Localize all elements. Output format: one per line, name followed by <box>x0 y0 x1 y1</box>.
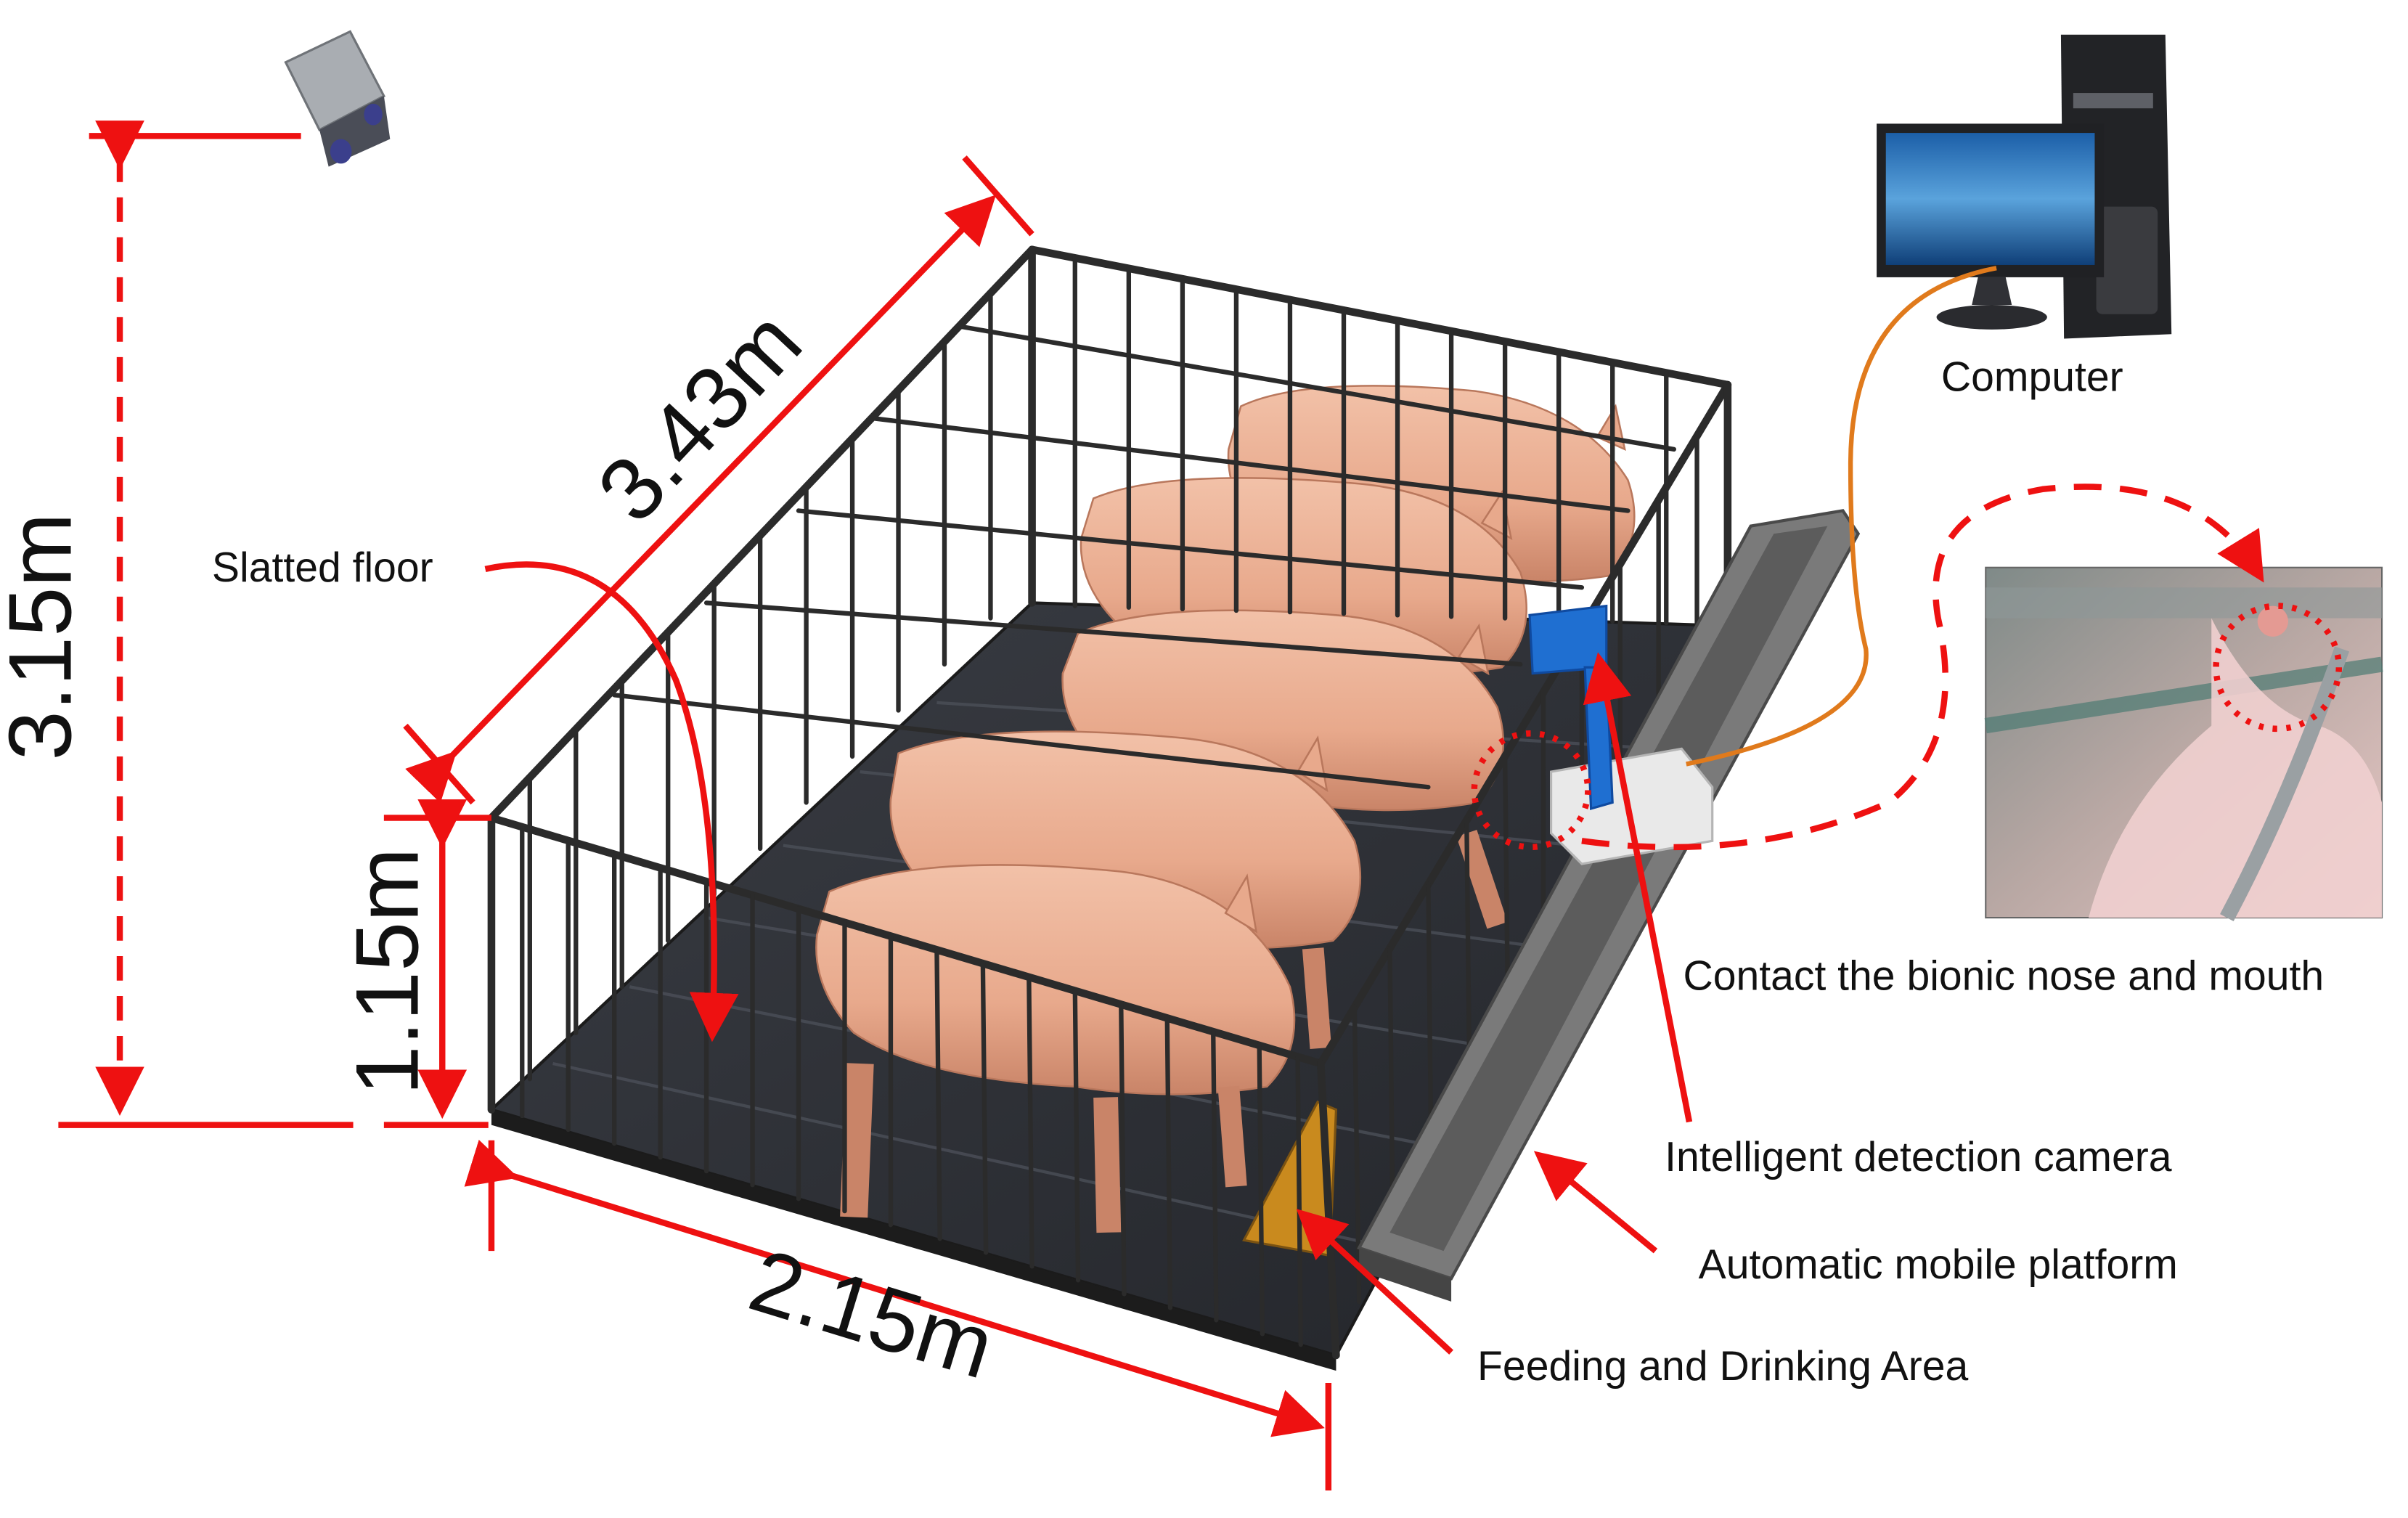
platform-arrow <box>1543 1159 1655 1251</box>
contact-label: Contact the bionic nose and mouth <box>1683 952 2325 999</box>
dimension-camera-height-label: 3.15m <box>0 513 89 760</box>
overhead-camera-icon <box>285 31 390 166</box>
detection-camera-label: Intelligent detection camera <box>1665 1134 2172 1180</box>
computer-label: Computer <box>1941 354 2123 400</box>
computer-icon <box>1877 35 2171 339</box>
slatted-floor-label: Slatted floor <box>212 544 433 591</box>
mobile-platform-label: Automatic mobile platform <box>1699 1241 2178 1288</box>
inset-photo <box>1985 568 2382 918</box>
dimension-camera-height <box>58 136 353 1125</box>
dimension-pen-height-label: 1.15m <box>337 848 436 1095</box>
feeding-area-label: Feeding and Drinking Area <box>1477 1343 1968 1390</box>
